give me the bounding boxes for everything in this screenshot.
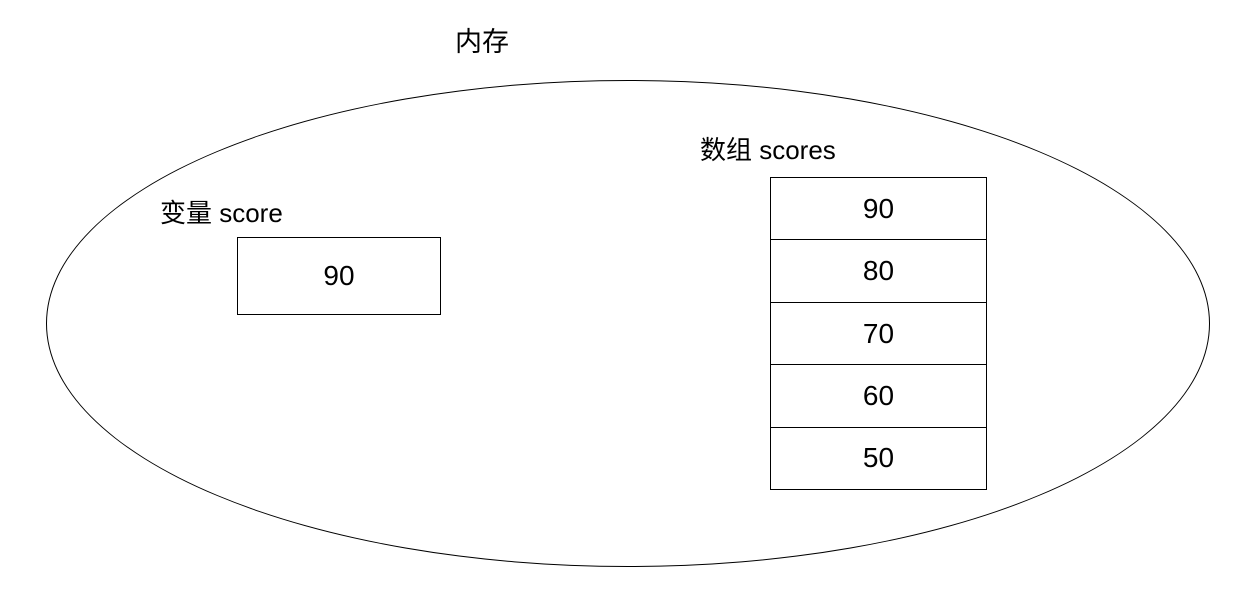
variable-label: 变量 score	[160, 198, 283, 228]
variable-value-box: 90	[237, 237, 441, 315]
memory-boundary-ellipse	[46, 80, 1210, 567]
array-box: 90 80 70 60 50	[770, 177, 987, 490]
array-cell-3: 60	[771, 365, 986, 428]
diagram-title: 内存	[455, 27, 509, 57]
array-cell-4: 50	[862, 442, 895, 474]
array-cell-1: 80	[771, 240, 986, 303]
array-cell-2: 70	[771, 303, 986, 366]
array-label: 数组 scores	[700, 135, 836, 165]
array-cell-0: 90	[771, 178, 986, 241]
